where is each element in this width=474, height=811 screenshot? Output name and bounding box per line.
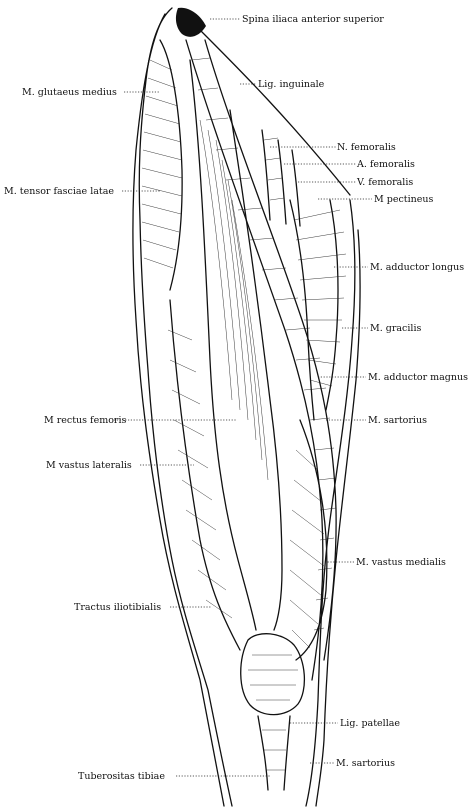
label-sartorius-lower: M. sartorius bbox=[336, 758, 395, 769]
femoral-vessels bbox=[261, 129, 301, 227]
patella-knee bbox=[240, 633, 306, 791]
label-gracilis: M. gracilis bbox=[370, 323, 421, 334]
label-vastus-medialis: M. vastus medialis bbox=[356, 557, 446, 568]
vastus-lateralis-muscle bbox=[167, 299, 241, 651]
rectus-femoris-muscle bbox=[189, 59, 283, 631]
label-adductor-longus: M. adductor longus bbox=[370, 262, 464, 273]
leg-outline bbox=[132, 7, 361, 807]
iliac-spine-mark bbox=[175, 7, 206, 37]
labels: Spina iliaca anterior superior Lig. ingu… bbox=[4, 14, 468, 782]
label-sartorius-upper: M. sartorius bbox=[368, 415, 427, 426]
tensor-fasciae-latae-muscle bbox=[141, 39, 183, 291]
label-glutaeus-medius: M. glutaeus medius bbox=[22, 87, 117, 98]
label-tensor-fasciae-latae: M. tensor fasciae latae bbox=[4, 186, 114, 197]
label-lig-patellae: Lig. patellae bbox=[340, 718, 400, 729]
sartorius-muscle bbox=[185, 39, 337, 681]
label-a-femoralis: A. femoralis bbox=[356, 159, 415, 170]
label-tractus-iliotibialis: Tractus iliotibialis bbox=[74, 602, 161, 613]
label-spina-iliaca: Spina iliaca anterior superior bbox=[242, 14, 384, 25]
label-lig-inguinale: Lig. inguinale bbox=[258, 79, 325, 90]
adductor-muscles bbox=[289, 199, 347, 421]
label-vastus-lateralis: M vastus lateralis bbox=[46, 460, 132, 471]
label-adductor-magnus: M. adductor magnus bbox=[368, 372, 468, 383]
label-tuberositas-tibiae: Tuberositas tibiae bbox=[78, 771, 165, 782]
label-rectus-femoris: M rectus femoris bbox=[44, 415, 127, 426]
inguinal-ligament bbox=[199, 29, 351, 196]
vastus-medialis-muscle bbox=[289, 419, 328, 661]
label-n-femoralis: N. femoralis bbox=[337, 142, 396, 153]
label-v-femoralis: V. femoralis bbox=[356, 177, 413, 188]
label-pectineus: M pectineus bbox=[374, 194, 433, 205]
